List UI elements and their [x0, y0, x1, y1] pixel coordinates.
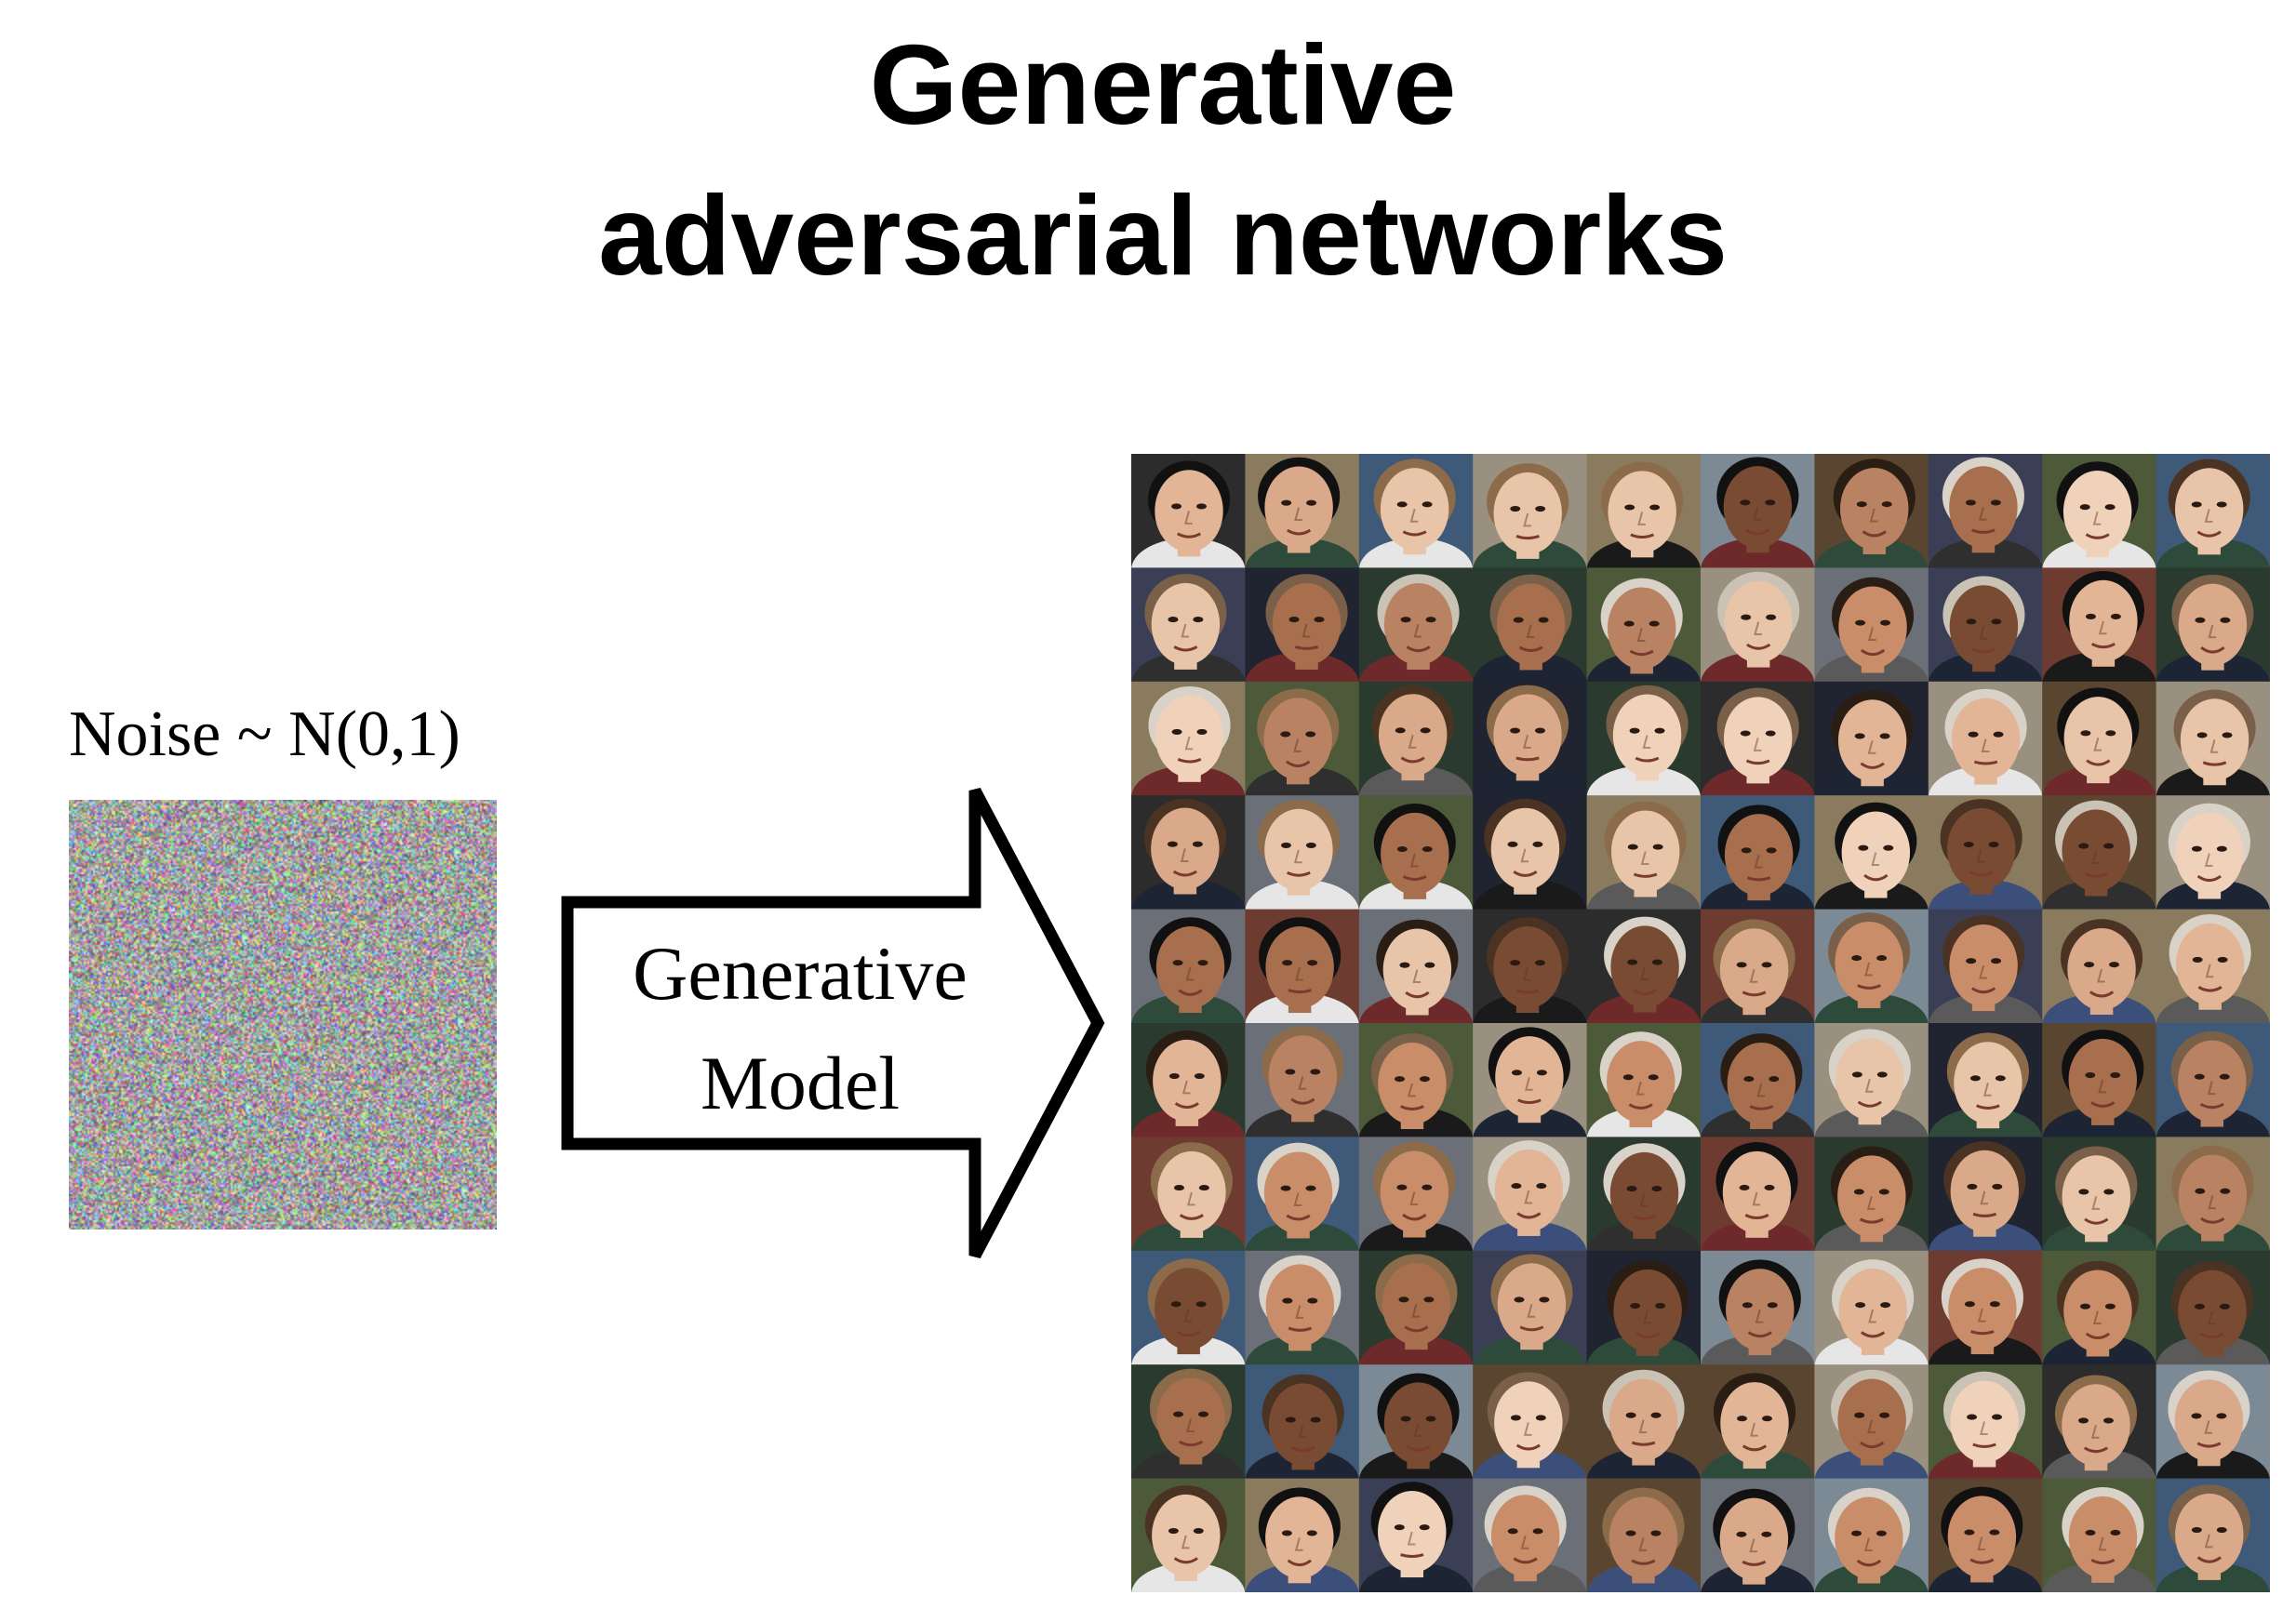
face-thumbnail [1473, 1478, 1588, 1592]
face-thumbnail [1701, 1478, 1815, 1592]
face-thumbnail [1814, 1023, 1929, 1172]
face-thumbnail [1358, 1478, 1474, 1592]
face-thumbnail [2042, 909, 2157, 1057]
face-thumbnail [1814, 909, 1929, 1057]
face-thumbnail [1814, 1478, 1929, 1592]
generative-model-label: Generative Model [567, 919, 1033, 1138]
face-thumbnail [1358, 1364, 1474, 1513]
face-thumbnail [1245, 1478, 1360, 1592]
noise-label: Noise ~ N(0,1) [69, 698, 461, 770]
noise-image [69, 800, 497, 1230]
face-thumbnail [1928, 567, 2043, 716]
title-line-2: adversarial networks [598, 172, 1728, 299]
face-thumbnail [1928, 1478, 2043, 1592]
face-thumbnail [1814, 454, 1929, 603]
face-thumbnail [1358, 795, 1474, 944]
face-thumbnail [2156, 909, 2270, 1057]
face-thumbnail [2042, 567, 2157, 716]
face-thumbnail [1473, 567, 1588, 716]
face-thumbnail [1358, 567, 1474, 716]
face-thumbnail [1131, 1478, 1246, 1592]
generated-faces-grid [1131, 454, 2270, 1592]
face-thumbnail [1586, 1023, 1702, 1172]
face-thumbnail [2156, 1478, 2270, 1592]
face-thumbnail [2042, 795, 2157, 944]
face-thumbnail [1586, 1478, 1702, 1592]
face-thumbnail [1131, 454, 1246, 603]
arrow-label-line-2: Model [700, 1041, 901, 1125]
arrow-label-line-1: Generative [633, 931, 968, 1016]
face-thumbnail [1358, 1250, 1474, 1399]
slide-title: Generative adversarial networks [0, 9, 2296, 311]
face-thumbnail [1245, 1250, 1360, 1399]
face-thumbnail [1701, 1364, 1815, 1513]
face-thumbnail [1473, 681, 1588, 830]
title-line-1: Generative [869, 21, 1457, 148]
arrow-icon [561, 787, 1105, 1259]
face-thumbnail [2042, 1478, 2157, 1592]
